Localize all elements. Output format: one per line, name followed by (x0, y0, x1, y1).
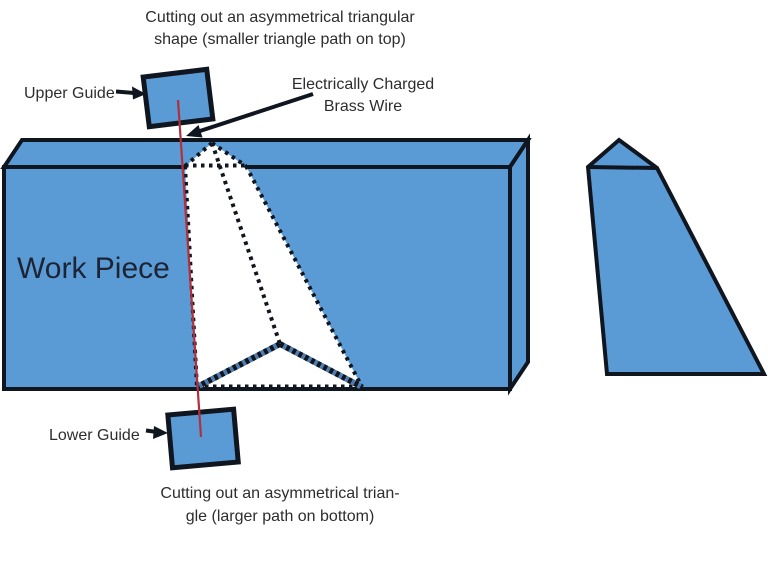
cut-front-region (185, 166, 362, 387)
top-caption-line-2: shape (smaller triangle path on top) (154, 31, 406, 48)
brass-wire-arrow-line (199, 92, 314, 133)
upper-guide-block (140, 66, 216, 130)
cut-front-right-edge (244, 165, 364, 388)
brass-wire-label: Electrically Charged Brass Wire (283, 74, 443, 118)
lower-guide-arrow-head (153, 426, 168, 439)
cut-top-triangle (185, 143, 246, 167)
work-piece-label: Work Piece (17, 252, 170, 285)
top-caption: Cutting out an asymmetrical triangular s… (100, 7, 460, 51)
workpiece-top-face (0, 138, 532, 169)
cutout-piece-top-facet-edge (587, 165, 658, 170)
upper-guide-label: Upper Guide (24, 85, 115, 102)
brass-wire-arrow-head (186, 125, 203, 138)
bottom-caption: Cutting out an asymmetrical trian- gle (… (120, 482, 440, 528)
bottom-caption-line-2: gle (larger path on bottom) (185, 508, 375, 525)
cut-bottom-back-right-edge (278, 341, 364, 390)
cut-bottom-back-right-edge-tint (278, 341, 364, 390)
workpiece-right-face (508, 133, 530, 396)
lower-guide-block (165, 406, 241, 471)
brass-wire-line (176, 99, 203, 438)
brass-wire-label-line-1: Electrically Charged (291, 76, 435, 93)
cut-top-right-edge (210, 141, 248, 168)
brass-wire-label-line-2: Brass Wire (323, 98, 403, 115)
cutout-piece (585, 137, 768, 376)
bottom-caption-line-1: Cutting out an asymmetrical trian- (160, 485, 400, 502)
upper-guide-arrow-head (132, 86, 146, 100)
top-caption-line-1: Cutting out an asymmetrical triangular (145, 9, 415, 26)
lower-guide-label: Lower Guide (49, 427, 140, 444)
cut-bottom-back-left-edge-tint (195, 341, 282, 390)
cut-top-left-edge (183, 141, 214, 168)
cut-back-apex-edge (210, 142, 282, 345)
cut-bottom-back-left-edge (195, 341, 282, 390)
upper-guide-arrow-line (115, 89, 135, 95)
